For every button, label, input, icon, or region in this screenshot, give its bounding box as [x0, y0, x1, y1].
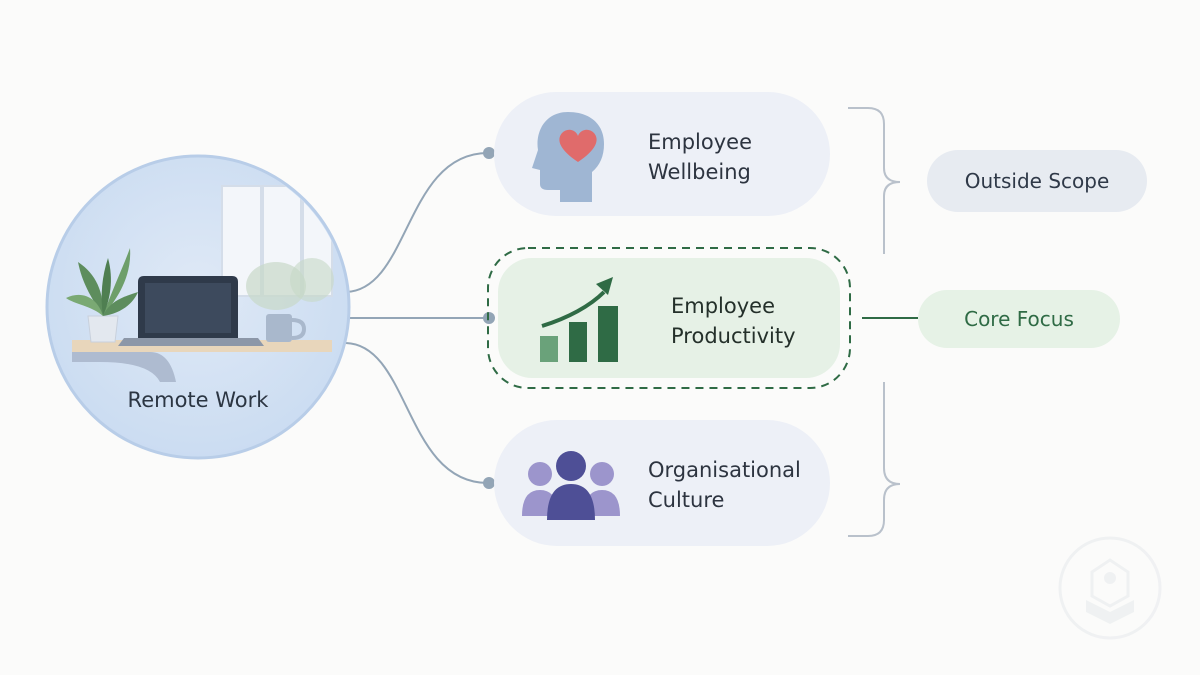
connectors	[345, 152, 489, 484]
connector-dot-wellbeing	[483, 147, 495, 159]
outside-scope-label: Outside Scope	[964, 169, 1110, 193]
node-label-culture: Organisational Culture	[648, 455, 801, 515]
node-label-line: Productivity	[671, 324, 796, 348]
center-node[interactable]	[45, 154, 351, 460]
node-label-productivity: Employee Productivity	[671, 291, 796, 351]
node-wellbeing[interactable]	[494, 92, 830, 216]
connector-wellbeing	[345, 152, 489, 293]
node-label-line: Wellbeing	[648, 160, 751, 184]
growth-chart-icon	[540, 277, 618, 362]
outside-scope-pill[interactable]	[927, 150, 1147, 212]
node-label-wellbeing: Employee Wellbeing	[648, 127, 752, 187]
connector-dot-culture	[483, 477, 495, 489]
connector-culture	[345, 342, 489, 484]
core-focus-pill[interactable]	[918, 290, 1120, 348]
node-culture[interactable]	[494, 420, 830, 546]
node-productivity[interactable]	[487, 247, 851, 389]
node-label-line: Organisational	[648, 458, 801, 482]
head-heart-icon	[532, 112, 604, 202]
core-focus-label: Core Focus	[964, 307, 1074, 331]
node-label-line: Employee	[671, 294, 776, 318]
people-group-icon	[522, 451, 620, 520]
node-label-line: Culture	[648, 488, 725, 512]
node-label-line: Employee	[648, 130, 753, 154]
home-office-icon	[66, 185, 334, 382]
outside-scope-bracket	[848, 107, 901, 537]
center-label: Remote Work	[127, 388, 269, 412]
book-emblem-icon	[1058, 536, 1162, 640]
